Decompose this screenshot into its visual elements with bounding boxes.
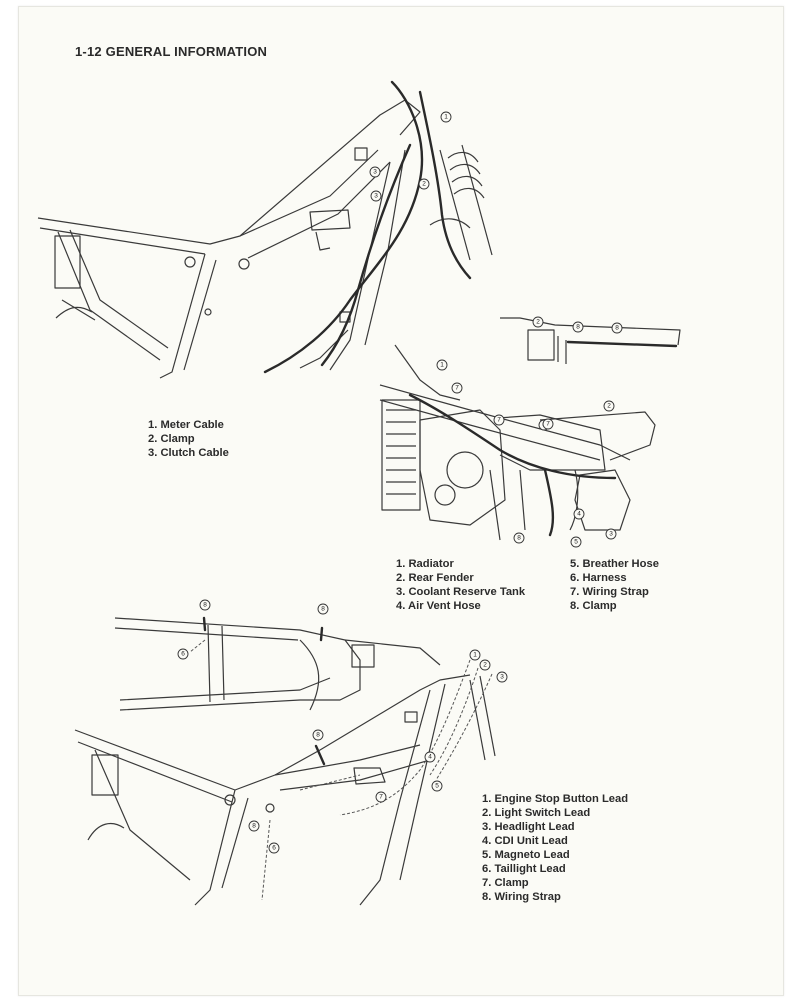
legend-item: 7. Clamp — [482, 877, 529, 889]
figure-1-legend: 1. Meter Cable 2. Clamp 3. Clutch Cable — [148, 418, 229, 460]
callout-3b: 3 — [374, 193, 378, 200]
figure-1-frame-drawing — [37, 80, 493, 379]
figure-2-legend-left: 1. Radiator 2. Rear Fender 3. Coolant Re… — [396, 557, 525, 613]
legend-item: 4. CDI Unit Lead — [482, 835, 568, 847]
legend-item: 1. Engine Stop Button Lead — [482, 793, 629, 805]
figure-3-wiring-drawing — [74, 616, 496, 906]
callout-2b: 2 — [536, 319, 540, 326]
callout-8: 8 — [203, 602, 207, 609]
legend-item: 1. Meter Cable — [148, 419, 224, 431]
callout-2: 2 — [483, 662, 487, 669]
callout-8: 8 — [517, 535, 521, 542]
callout-2: 2 — [422, 181, 426, 188]
callout-6b: 6 — [272, 845, 276, 852]
callout-4: 4 — [577, 511, 581, 518]
figure-1-callouts: 1 2 3 3 — [369, 111, 452, 202]
legend-item: 8. Wiring Strap — [482, 891, 561, 903]
legend-item: 3. Headlight Lead — [482, 821, 575, 833]
callout-3: 3 — [500, 674, 504, 681]
legend-item: 2. Light Switch Lead — [482, 807, 591, 819]
callout-7: 7 — [379, 794, 383, 801]
legend-item: 2. Clamp — [148, 433, 195, 445]
callout-8b: 8 — [321, 606, 325, 613]
legend-item: 7. Wiring Strap — [570, 586, 649, 598]
figure-2-engine-drawing — [379, 317, 681, 541]
callout-3: 3 — [373, 169, 377, 176]
callout-7b: 7 — [497, 417, 501, 424]
legend-item: 5. Breather Hose — [570, 558, 659, 570]
legend-item: 8. Clamp — [570, 600, 617, 612]
callout-8c: 8 — [316, 732, 320, 739]
callout-4: 4 — [428, 754, 432, 761]
callout-3: 3 — [609, 531, 613, 538]
callout-8d: 8 — [252, 823, 256, 830]
callout-8c: 8 — [615, 325, 619, 332]
callout-5: 5 — [435, 783, 439, 790]
figure-3-callouts: 8 8 6 1 2 3 4 5 7 8 8 6 — [177, 599, 508, 854]
callout-1: 1 — [440, 362, 444, 369]
callout-5: 5 — [574, 539, 578, 546]
callout-8b: 8 — [576, 324, 580, 331]
callout-2: 2 — [607, 403, 611, 410]
legend-item: 2. Rear Fender — [396, 572, 474, 584]
legend-item: 3. Clutch Cable — [148, 447, 229, 459]
legend-item: 4. Air Vent Hose — [396, 600, 481, 612]
callout-6: 6 — [181, 651, 185, 658]
figure-3-legend: 1. Engine Stop Button Lead 2. Light Swit… — [482, 792, 628, 904]
legend-item: 6. Taillight Lead — [482, 863, 566, 875]
callout-7c: 7 — [546, 421, 550, 428]
figure-2-legend-right: 5. Breather Hose 6. Harness 7. Wiring St… — [570, 557, 659, 613]
legend-item: 5. Magneto Lead — [482, 849, 570, 861]
page-header: 1-12 GENERAL INFORMATION — [75, 44, 268, 59]
legend-item: 3. Coolant Reserve Tank — [396, 586, 526, 598]
legend-item: 1. Radiator — [396, 558, 454, 570]
callout-1: 1 — [473, 652, 477, 659]
callout-7: 7 — [455, 385, 459, 392]
figure-2-callouts: 1 2 3 4 5 6 7 7 7 2 8 8 8 — [436, 316, 623, 548]
legend-item: 6. Harness — [570, 572, 627, 584]
callout-1: 1 — [444, 114, 448, 121]
